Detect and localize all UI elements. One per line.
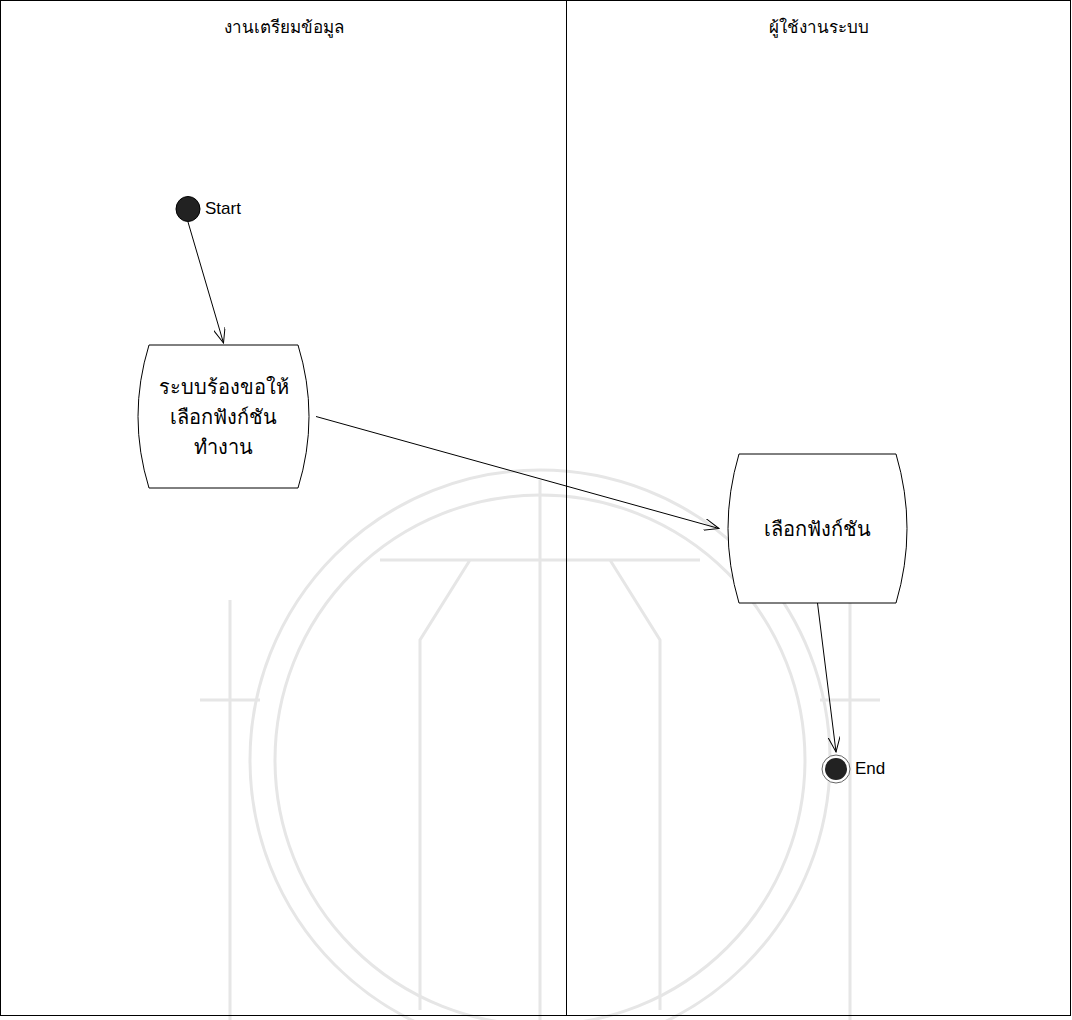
flow-arrow <box>188 222 224 343</box>
lane-title: ผู้ใช้งานระบบ <box>567 13 1070 40</box>
activity-box: เลือกฟังก์ชัน <box>721 454 914 603</box>
start-dot <box>175 196 201 222</box>
activity-text: เลือกฟังก์ชัน <box>738 514 897 544</box>
activity-text: ระบบร้องขอให้ เลือกฟังก์ชันทำงาน <box>131 372 316 462</box>
swimlane: งานเตรียมข้อมูล Start ระบบร้องขอให้ เลือกฟ… <box>0 0 567 1016</box>
start-node: Start <box>175 196 201 222</box>
swimlane: ผู้ใช้งานระบบเลือกฟังก์ชัน End <box>566 0 1071 1016</box>
end-dot <box>821 754 851 784</box>
flow-arrow <box>818 603 837 752</box>
end-node: End <box>821 754 851 784</box>
flow-arrow <box>316 417 719 529</box>
lane-title: งานเตรียมข้อมูล <box>1 13 566 40</box>
activity-box: ระบบร้องขอให้ เลือกฟังก์ชันทำงาน <box>131 345 316 488</box>
node-label: Start <box>205 199 241 219</box>
node-label: End <box>855 759 885 779</box>
